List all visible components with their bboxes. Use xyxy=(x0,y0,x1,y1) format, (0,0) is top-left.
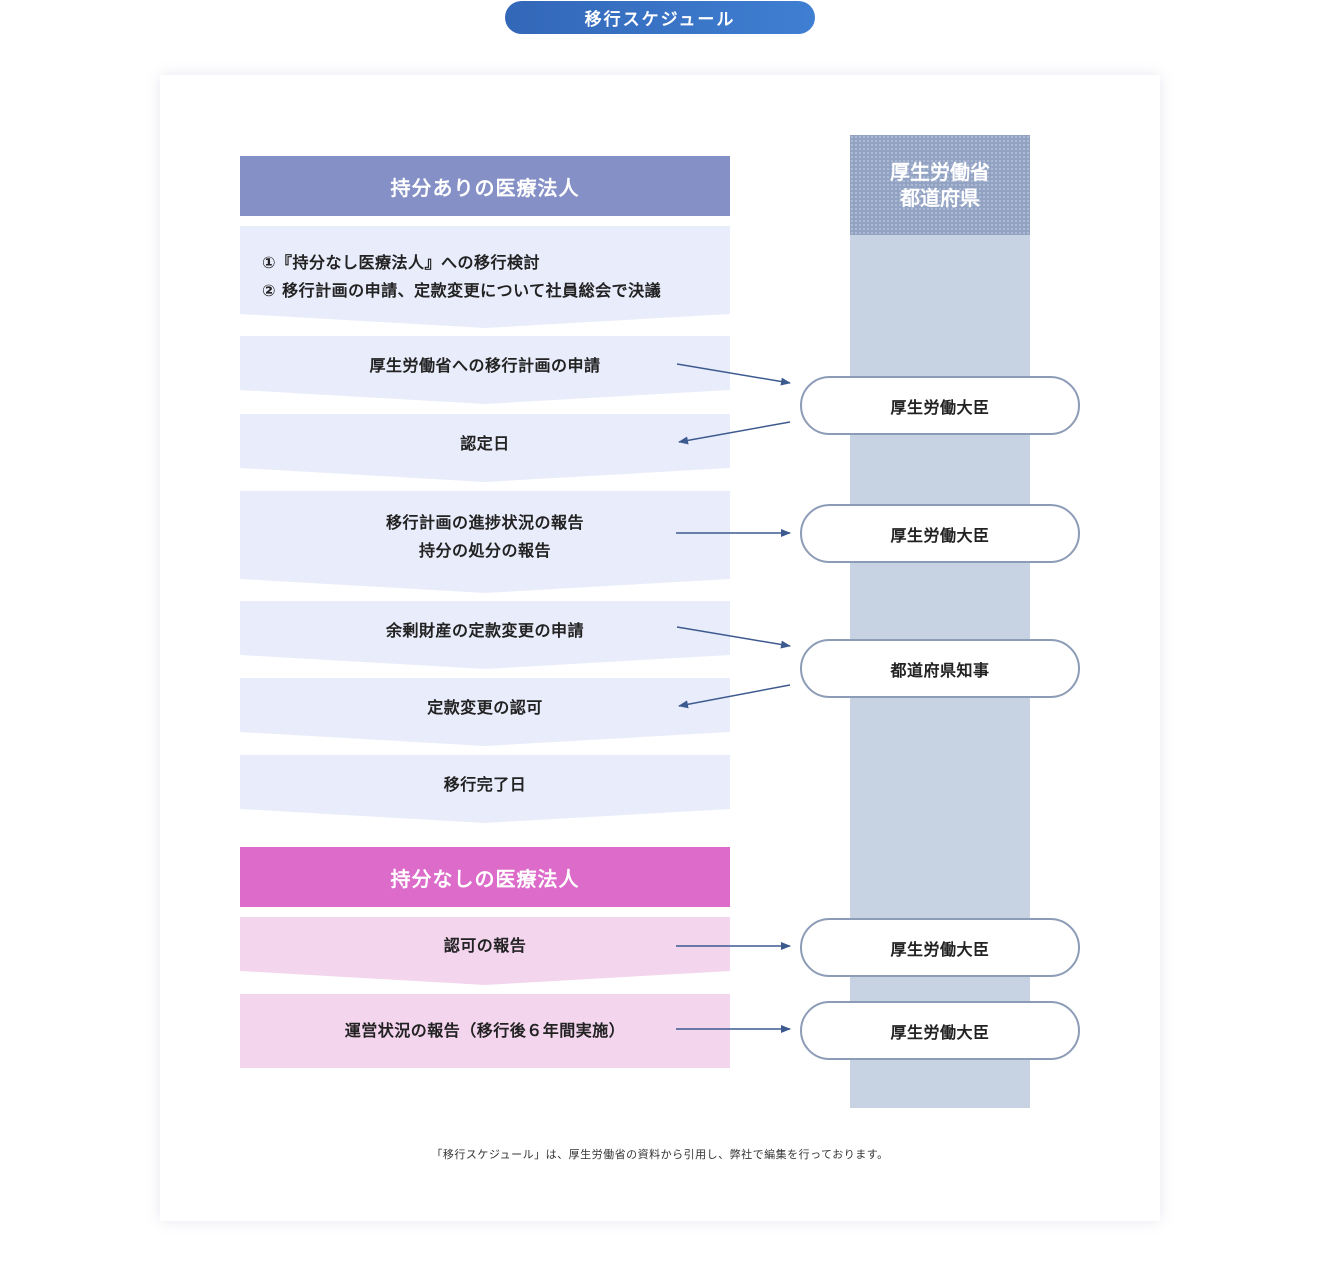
authority-minister-4: 厚生労働大臣 xyxy=(800,1001,1080,1060)
step-articles-application: 余剰財産の定款変更の申請 xyxy=(240,601,730,669)
step-articles-application-label: 余剰財産の定款変更の申請 xyxy=(385,621,584,640)
step-completion-date-label: 移行完了日 xyxy=(443,775,527,794)
step-plan-application: 厚生労働省への移行計画の申請 xyxy=(240,336,730,404)
authority-minister-1: 厚生労働大臣 xyxy=(800,376,1080,435)
step-completion-date: 移行完了日 xyxy=(240,755,730,823)
authority-governor: 都道府県知事 xyxy=(800,639,1080,698)
step-progress-report-line1: 移行計画の進捗状況の報告 xyxy=(385,513,584,532)
step-plan-application-label: 厚生労働省への移行計画の申請 xyxy=(369,356,601,375)
authority-column-line2: 都道府県 xyxy=(900,186,980,210)
step-progress-report: 移行計画の進捗状況の報告 持分の処分の報告 xyxy=(240,491,730,593)
section-header-without-share: 持分なしの医療法人 xyxy=(240,847,730,907)
authority-minister-2: 厚生労働大臣 xyxy=(800,504,1080,563)
step-consideration: ①『持分なし医療法人』への移行検討 ② 移行計画の申請、定款変更について社員総会… xyxy=(240,226,730,328)
step-articles-approval-label: 定款変更の認可 xyxy=(427,698,543,717)
step-approval-report-label: 認可の報告 xyxy=(443,936,527,955)
step-operation-report: 運営状況の報告（移行後６年間実施） xyxy=(240,994,730,1068)
footnote: 「移行スケジュール」は、厚生労働省の資料から引用し、弊社で編集を行っております。 xyxy=(431,1148,889,1161)
section-header-with-share: 持分ありの医療法人 xyxy=(240,156,730,216)
authority-minister-3: 厚生労働大臣 xyxy=(800,918,1080,977)
step-operation-report-label: 運営状況の報告（移行後６年間実施） xyxy=(344,1021,626,1040)
authority-column-header: 厚生労働省 都道府県 xyxy=(850,135,1030,235)
step-approval-date-label: 認定日 xyxy=(460,434,510,453)
authority-column-line1: 厚生労働省 xyxy=(890,160,990,184)
step-progress-report-line2: 持分の処分の報告 xyxy=(418,541,551,560)
step-approval-report: 認可の報告 xyxy=(240,917,730,985)
step-approval-date: 認定日 xyxy=(240,414,730,482)
page-title: 移行スケジュール xyxy=(505,1,815,34)
step-consideration-line1: ①『持分なし医療法人』への移行検討 xyxy=(262,253,541,272)
step-articles-approval: 定款変更の認可 xyxy=(240,678,730,746)
step-consideration-line2: ② 移行計画の申請、定款変更について社員総会で決議 xyxy=(262,281,662,300)
